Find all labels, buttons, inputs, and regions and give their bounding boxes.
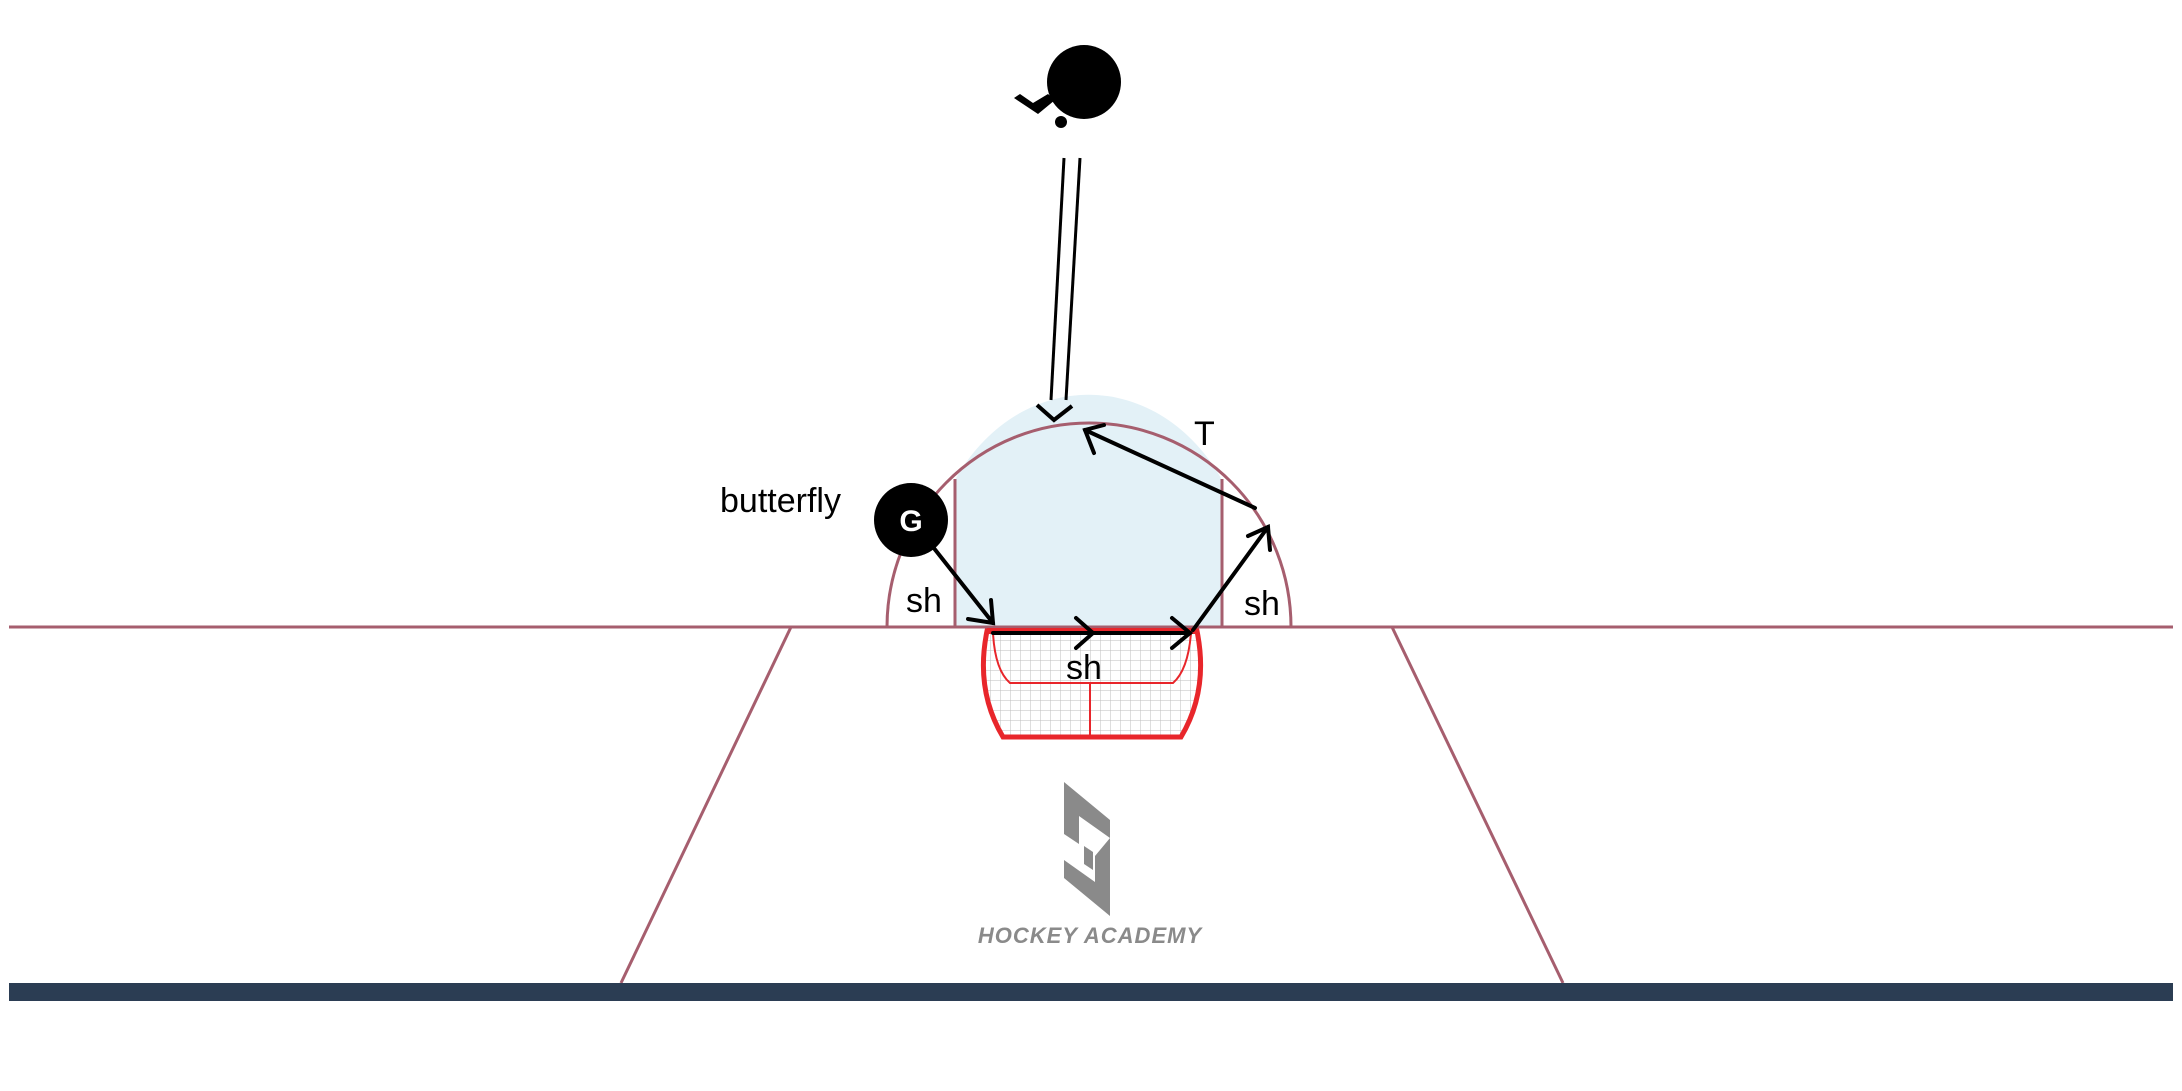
movement-arrows xyxy=(931,423,1272,650)
butterfly-label: butterfly xyxy=(720,482,841,520)
sh-label-left: sh xyxy=(906,582,942,620)
shuffle-arrow-left xyxy=(931,545,995,625)
logo-text: HOCKEY ACADEMY xyxy=(978,923,1204,948)
goalie-icon: G xyxy=(874,483,948,557)
t-push-arrow xyxy=(1083,428,1257,510)
pass-arrow xyxy=(1035,157,1082,423)
t-label: T xyxy=(1194,415,1215,453)
trapezoid-left-line xyxy=(619,626,793,984)
player-with-stick-icon xyxy=(1014,45,1121,128)
boards xyxy=(9,983,2173,1001)
shuffle-arrow-right xyxy=(1191,525,1270,632)
hockey-academy-logo-icon xyxy=(1064,782,1110,916)
sh-label-center: sh xyxy=(1066,649,1102,687)
goalie-letter: G xyxy=(899,505,922,538)
trapezoid-right-line xyxy=(1390,626,1565,984)
crease-area xyxy=(955,394,1222,627)
sh-label-right: sh xyxy=(1244,585,1280,623)
